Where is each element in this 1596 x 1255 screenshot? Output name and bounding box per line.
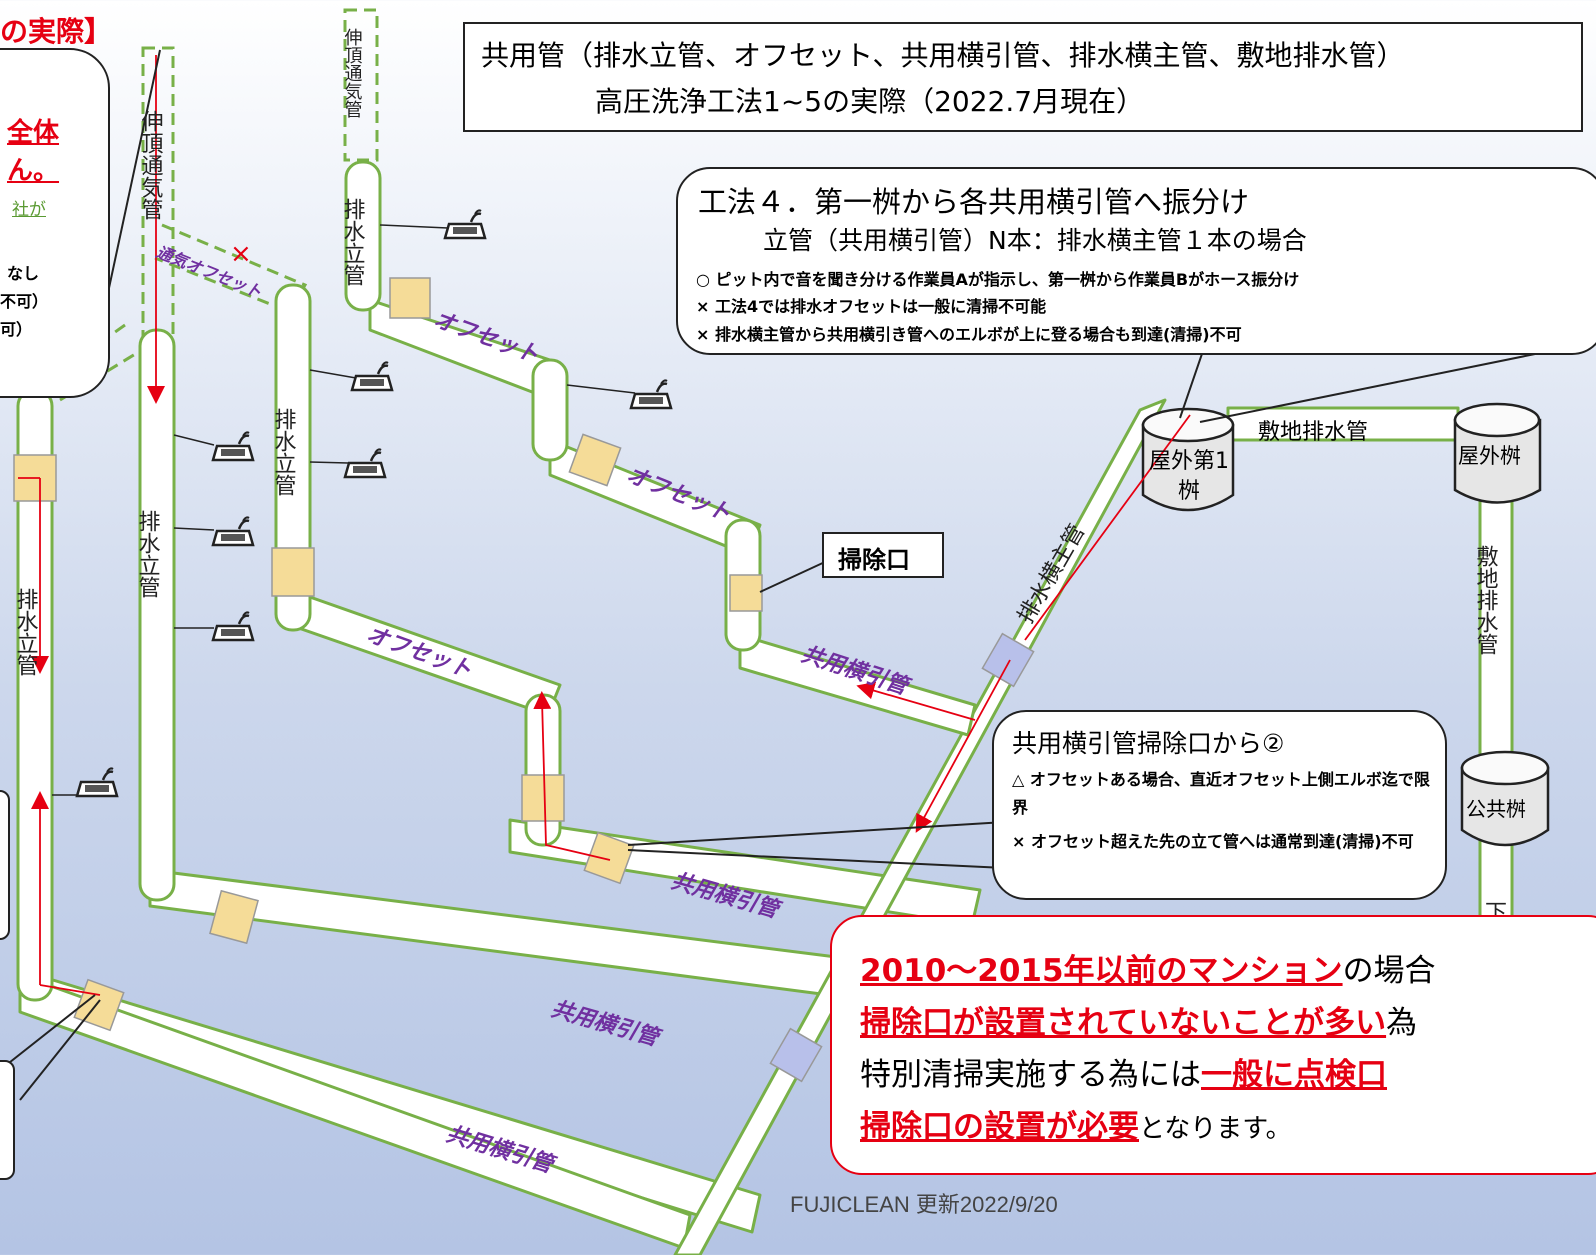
drain-stack-label-1: 排水立管	[340, 198, 366, 286]
warning-box: 2010～2015年以前のマンションの場合 掃除口が設置されていないことが多い為…	[830, 915, 1596, 1175]
cleanout-note-box: 共用横引管掃除口から② △ オフセットある場合、直近オフセット上側エルボ迄で限界…	[992, 710, 1447, 900]
drain-stack-label-2: 排水立管	[271, 408, 297, 496]
warning-part4: 為	[1386, 1005, 1418, 1041]
left-bubble: 全体 ん。 社が なし 不可） 可）	[0, 48, 110, 398]
warning-part8: となります。	[1139, 1114, 1292, 1144]
header-line2: 高圧洗浄工法1~5の実際（2022.7月現在）	[595, 85, 1145, 118]
warning-part7: 掃除口の設置が必要	[860, 1109, 1139, 1145]
left-bubble-line1: 全体	[7, 118, 60, 148]
cross-mark-1: ×	[230, 239, 252, 269]
cleanout-note-item-1: △ オフセットある場合、直近オフセット上側エルボ迄で限界	[1012, 770, 1430, 817]
cleanout-note-title: 共用横引管掃除口から②	[1012, 729, 1285, 758]
flow-arrows	[18, 55, 1191, 996]
warning-part3: 掃除口が設置されていないことが多い	[860, 1005, 1387, 1041]
site-drain-label: 敷地排水管	[1258, 420, 1369, 445]
cleanout-note-item-2: × オフセット超えた先の立て管へは通常到達(清掃)不可	[1012, 832, 1414, 851]
cleanout-label: 掃除口	[838, 546, 910, 574]
basins	[1141, 402, 1550, 847]
warning-part1: 2010～2015年以前のマンション	[860, 953, 1343, 989]
left-bubble-line6: 可）	[0, 320, 33, 339]
left-bubble-line4: なし	[7, 264, 40, 283]
main-horizontal-label: 排水横主管	[1014, 520, 1091, 628]
warning-part6: 一般に点検口	[1201, 1057, 1387, 1093]
cleanout-label-box: 掃除口	[822, 532, 944, 578]
vent-pipe-label-1: 伸頂通気管	[342, 28, 363, 118]
left-partial-box-2	[0, 1060, 15, 1180]
method4-subtitle: 立管（共用横引管）N本：排水横主管１本の場合	[763, 226, 1307, 255]
left-bubble-line5: 不可）	[0, 292, 49, 311]
drain-stack-label-3: 排水立管	[135, 510, 161, 598]
vent-pipe-label-2: 伸頂通気管	[138, 110, 164, 220]
first-basin-label: 屋外第1桝	[1149, 449, 1229, 504]
site-drain-vertical-label: 敷地排水管	[1473, 545, 1499, 655]
header-line1: 共用管（排水立管、オフセット、共用横引管、排水横主管、敷地排水管）	[481, 39, 1405, 72]
left-bubble-line3: 社が	[12, 200, 46, 220]
left-bubble-title: の実際】	[0, 15, 113, 48]
warning-part2: の場合	[1342, 953, 1436, 989]
header-box: 共用管（排水立管、オフセット、共用横引管、排水横主管、敷地排水管） 高圧洗浄工法…	[463, 22, 1583, 132]
drain-stack-label-4: 排水立管	[13, 588, 39, 676]
outdoor-basin-label: 屋外桝	[1458, 444, 1521, 468]
left-partial-box-1	[0, 790, 10, 940]
left-bubble-line2: ん。	[7, 156, 60, 186]
warning-part5: 特別清掃実施する為には	[860, 1057, 1201, 1093]
footer-credit: FUJICLEAN 更新2022/9/20	[790, 1192, 1058, 1217]
common-horizontal-label-3: 共用横引管	[548, 996, 665, 1052]
method4-title: 工法４．第一桝から各共用横引管へ振分け	[698, 185, 1250, 219]
method4-item-3: × 排水横主管から共用横引き管へのエルボが上に登る場合も到達(清掃)不可	[696, 325, 1242, 344]
method4-item-2: × 工法4では排水オフセットは一般に清掃不可能	[696, 297, 1047, 316]
method4-item-1: ○ ピット内で音を聞き分ける作業員Aが指示し、第一桝から作業員Bがホース振分け	[696, 270, 1300, 289]
public-basin-label: 公共桝	[1466, 797, 1526, 821]
method4-box: 工法４．第一桝から各共用横引管へ振分け 立管（共用横引管）N本：排水横主管１本の…	[676, 167, 1596, 355]
drain-stacks	[16, 160, 762, 1002]
